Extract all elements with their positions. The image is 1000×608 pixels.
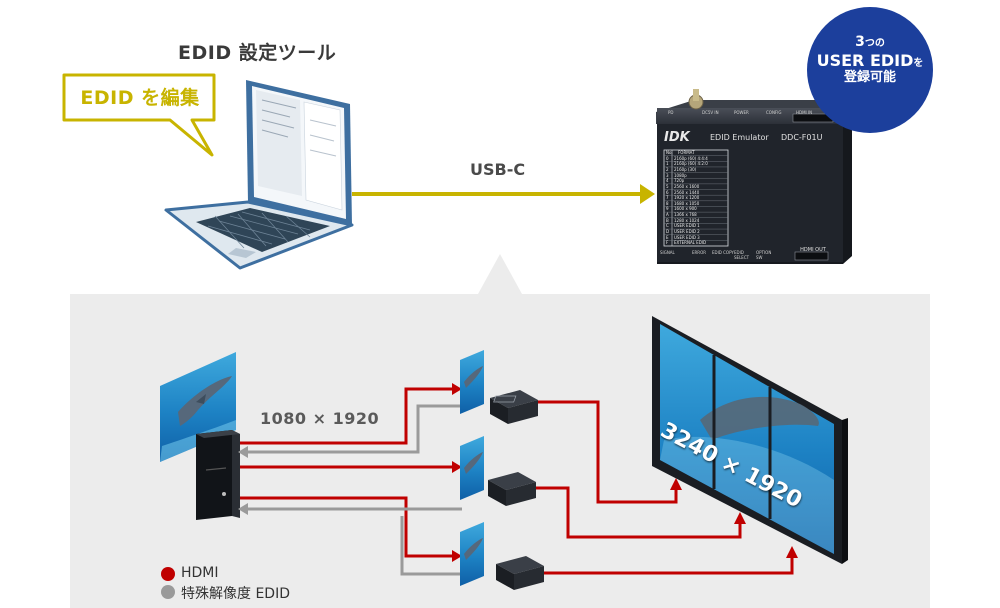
edid-table-cell: 6 — [666, 189, 669, 195]
input-resolution: 1080 × 1920 — [260, 409, 380, 428]
edid-table-cell: 7 — [666, 195, 669, 201]
small-devices — [488, 390, 544, 590]
device-top-label: PD — [668, 110, 674, 115]
edid-table-header: No. — [666, 150, 673, 155]
badge-main: USER EDID — [816, 50, 914, 70]
hdmi-out-port — [794, 251, 829, 261]
edid-table-cell: 1600 x 900 — [674, 206, 697, 212]
edid-table-cell: 2160p (60) 4:2:0 — [674, 161, 708, 167]
device-top-label: POWER — [734, 110, 749, 115]
edid-table-cell: 5 — [666, 183, 669, 189]
edid-table-cell: C — [666, 223, 669, 229]
laptop-screen-ui — [256, 90, 343, 211]
edid-table-cell: E — [666, 234, 669, 240]
edid-table-cell: 2 — [666, 166, 669, 172]
user-edid-badge — [807, 7, 933, 133]
edid-table-cell: 1 — [666, 161, 669, 167]
edid-table-cell: USER EDID 1 — [674, 223, 700, 229]
small-device-1 — [490, 390, 538, 424]
usbc-arrowhead — [640, 184, 655, 204]
legend-dot-hdmi — [161, 567, 175, 581]
edid-table-cell: 8 — [666, 200, 669, 206]
usbc-label: USB-C — [470, 160, 526, 179]
edid-table-cell: USER EDID 3 — [674, 234, 700, 240]
edid-table-cell: 9 — [666, 206, 669, 212]
edid-table-cell: 4 — [666, 178, 669, 184]
small-device-2 — [488, 472, 536, 506]
edid-table-cell: D — [666, 229, 670, 235]
badge-line3: 登録可能 — [843, 69, 896, 85]
small-device-3 — [496, 556, 544, 590]
edid-table-header: FORMAT — [678, 150, 695, 155]
lower-panel — [70, 254, 930, 608]
laptop — [164, 80, 354, 270]
legend-dot-edid — [161, 585, 175, 599]
edid-table-cell: 1680 x 1050 — [674, 200, 700, 206]
edid-table-cell: 2160p (60) 4:4:4 — [674, 155, 708, 161]
device-bottom-label: EDID COPY — [712, 250, 734, 255]
legend-hdmi-label: HDMI — [181, 565, 219, 581]
edid-emulator-device — [656, 89, 852, 264]
device-bottom-label: EDID SELECT — [734, 250, 750, 260]
edid-table-frame — [663, 149, 729, 247]
video-wall — [652, 316, 848, 564]
edid-table-cell: 2160p (30) — [674, 166, 697, 172]
edid-table-cell: 2560 x 1440 — [674, 189, 700, 195]
device-brand: IDK — [664, 130, 690, 145]
badge-main-suffix: を — [913, 57, 924, 69]
device-top-label: CONFIG — [766, 110, 782, 115]
device-port-label: HDMI OUT — [800, 247, 826, 253]
device-bottom-label: OPTION SW — [756, 250, 772, 260]
badge-count: 3 — [855, 34, 865, 50]
device-bottom-label: SIGNAL — [660, 250, 675, 255]
edid-table-cell: 2560 x 1600 — [674, 183, 700, 189]
edit-callout — [62, 73, 216, 157]
badge-text: 3つの USER EDIDを 登録可能 — [807, 34, 933, 86]
edid-table-grid — [664, 155, 728, 241]
device-bottom-label: ERROR — [692, 250, 707, 255]
edid-table-cell: B — [666, 217, 669, 223]
edid-table-cell: A — [666, 212, 669, 218]
legend-edid-label: 特殊解像度 EDID — [181, 586, 290, 602]
tool-title: EDID 設定ツール — [178, 42, 337, 64]
edid-table-cell: 1366 x 768 — [674, 212, 697, 218]
edid-table-cell: USER EDID 2 — [674, 229, 700, 235]
connection-lines — [238, 383, 798, 576]
edid-table-cell: 3 — [666, 172, 669, 178]
edid-table-cell: 1080p — [674, 172, 687, 178]
edid-table-cell: 0 — [666, 155, 669, 161]
edid-table-cell: F — [666, 240, 669, 246]
badge-count-suffix: つの — [864, 38, 885, 49]
edid-table: No. FORMAT 0 2160p (60) 4:4:4 1 2160p (60) 4:… — [664, 150, 728, 246]
edid-table-cell: 1280 x 1024 — [674, 217, 700, 223]
edid-table-cell: EXTERNAL EDID — [674, 240, 707, 246]
device-name: EDID Emulator — [710, 133, 769, 142]
device-top-label: DC5V IN — [702, 110, 719, 115]
pc-tower — [196, 430, 240, 520]
edid-table-cell: 1920 x 1200 — [674, 195, 700, 201]
device-top-label: HDMI IN — [796, 110, 813, 115]
device-top-labels: PD DC5V IN POWER CONFIG HDMI IN — [668, 110, 818, 118]
edit-callout-label: EDID を編集 — [80, 87, 200, 109]
mini-screens — [460, 350, 484, 586]
edid-table-cell: 720p — [674, 178, 685, 184]
device-model: DDC-F01U — [781, 133, 823, 142]
